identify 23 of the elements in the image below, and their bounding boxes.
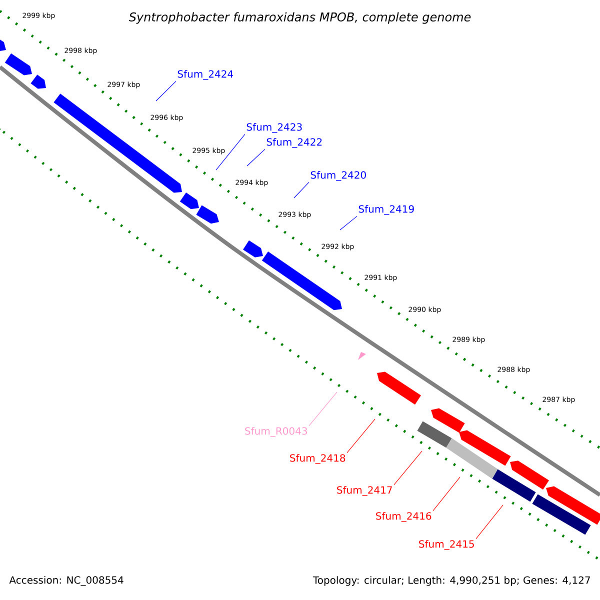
- gene-label: Sfum_2423: [246, 123, 302, 133]
- gene-label: Sfum_2417: [337, 486, 392, 496]
- gene-label: Sfum_R0043: [245, 427, 307, 437]
- footer-text: Accession: NC_008554: [9, 576, 124, 586]
- leader-line: [340, 216, 358, 230]
- gene-label: Sfum_2416: [376, 512, 432, 522]
- gene-label: Sfum_2422: [266, 138, 322, 148]
- leader-line: [346, 418, 376, 454]
- leader-line: [156, 80, 176, 102]
- gene-label: Sfum_2419: [358, 205, 414, 215]
- leader-line: [246, 148, 266, 166]
- leader-line: [476, 504, 504, 540]
- leader-line: [308, 392, 338, 426]
- leader-line: [216, 134, 246, 170]
- leader-line: [432, 476, 460, 512]
- leader-line: [394, 450, 422, 486]
- gene-label: Sfum_2418: [290, 454, 346, 464]
- gene-label: Sfum_2420: [310, 171, 366, 181]
- leader-line: [294, 182, 310, 198]
- title: Syntrophobacter fumaroxidans MPOB, complete genome: [128, 12, 471, 24]
- footer-text: Topology: circular; Length: 4,990,251 bp; Genes: 4,127: [312, 576, 590, 586]
- gene-label: Sfum_2415: [419, 540, 474, 550]
- gene-label: Sfum_2424: [178, 70, 234, 80]
